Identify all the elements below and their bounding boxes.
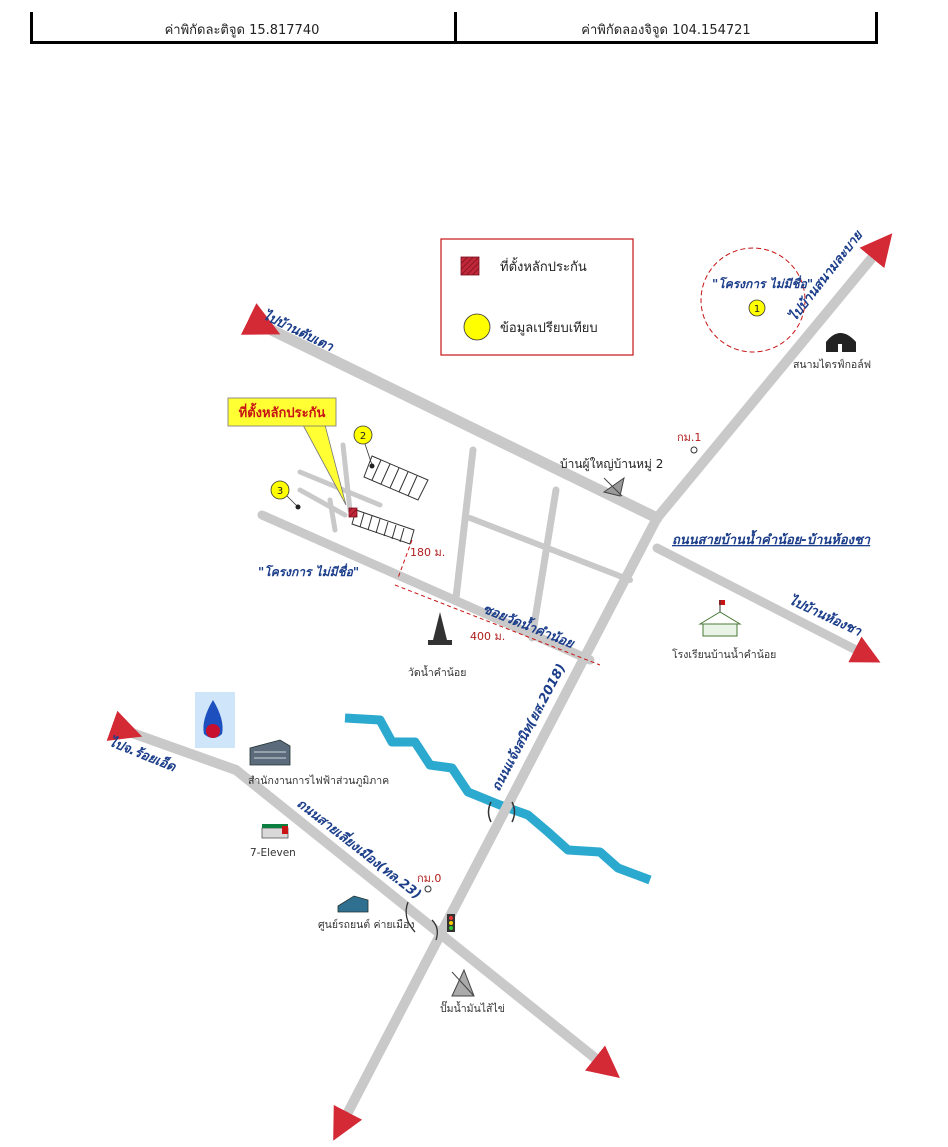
subdivision-lots-upper bbox=[363, 455, 429, 501]
collateral-location-marker bbox=[348, 507, 358, 518]
road-to-ban-hong-sa bbox=[652, 543, 881, 663]
comparison-marker-3: 3 bbox=[270, 480, 301, 510]
temple-icon bbox=[428, 612, 452, 645]
ptt-logo-icon bbox=[195, 692, 235, 748]
comparison-marker-2: 2 bbox=[353, 425, 375, 469]
legend: ที่ตั้งหลักประกัน ข้อมูลเปรียบเทียบ bbox=[440, 238, 634, 356]
road-label-ban-nam-kham: ถนนสายบ้านน้ำคำน้อย-บ้านห้องชา bbox=[672, 529, 871, 548]
school-label: โรงเรียนบ้านน้ำคำน้อย bbox=[672, 647, 776, 661]
coordinate-bar-bottom-edge bbox=[30, 41, 878, 44]
collateral-callout-label: ที่ตั้งหลักประกัน bbox=[239, 402, 326, 421]
road-chaeng-sanit bbox=[333, 513, 662, 1141]
golf-course-label: สนามไดรฟ์กอล์ฟ bbox=[793, 358, 871, 371]
road-network bbox=[106, 233, 893, 1141]
legend-collateral-swatch bbox=[460, 256, 480, 276]
gas-station-label: ปั๊มน้ำมันไส้ไข่ bbox=[440, 1000, 505, 1015]
distance-400-label: 400 ม. bbox=[470, 630, 505, 643]
road-to-ban-tap-tao bbox=[240, 303, 663, 524]
subdivision-lots-lower bbox=[351, 509, 415, 545]
legend-comparison-label: ข้อมูลเปรียบเทียบ bbox=[500, 320, 598, 336]
traffic-light-icon bbox=[447, 914, 455, 932]
legend-collateral-label: ที่ตั้งหลักประกัน bbox=[500, 257, 587, 275]
road-label-soi-wat: ซอยวัดน้ำคำน้อย bbox=[481, 598, 579, 652]
comparison-marker-1-number: 1 bbox=[754, 304, 760, 315]
km-marker-lower-label: กม.0 bbox=[417, 872, 441, 885]
latitude-label: ค่าพิกัดละติจูด 15.817740 bbox=[164, 23, 320, 38]
seven-eleven-icon bbox=[261, 824, 289, 839]
km-marker-lower: กม.0 bbox=[417, 872, 441, 893]
golf-course-icon bbox=[826, 333, 856, 354]
comparison-marker-1: 1 bbox=[700, 247, 806, 353]
road-to-ban-non-sang bbox=[652, 233, 893, 523]
comparison-marker-2-number: 2 bbox=[360, 431, 366, 442]
shop-center-icon bbox=[337, 895, 369, 913]
internal-road bbox=[340, 442, 353, 513]
internal-road bbox=[297, 487, 348, 518]
project-1-label: "โครงการ ไม่มีชื่อ" bbox=[712, 275, 813, 291]
internal-road bbox=[327, 497, 338, 533]
internal-road bbox=[528, 486, 560, 642]
road-label-lueng-mueang: ถนนสายเลี่ยงเมือง(ทล.23) bbox=[294, 794, 426, 903]
coordinate-bar-left-edge bbox=[30, 12, 33, 42]
village-head-label: บ้านผู้ใหญ่บ้านหมู่ 2 bbox=[560, 457, 663, 472]
km-marker-upper-label: กม.1 bbox=[677, 431, 701, 444]
temple-label: วัดน้ำคำน้อย bbox=[408, 665, 466, 679]
distance-line-400 bbox=[394, 584, 601, 666]
coordinate-bar-right-edge bbox=[875, 12, 878, 42]
km-marker-upper: กม.1 bbox=[677, 431, 701, 454]
internal-road bbox=[452, 446, 477, 602]
road-bypass bbox=[231, 765, 620, 1079]
longitude-label: ค่าพิกัดลองจิจูด 104.154721 bbox=[581, 23, 751, 38]
intersection-marker bbox=[405, 901, 438, 941]
comparison-marker-3-number: 3 bbox=[277, 486, 283, 497]
coordinate-bar-divider bbox=[454, 12, 457, 42]
project-3-label: "โครงการ ไม่มีชื่อ" bbox=[258, 563, 359, 579]
shop-center-label: ศูนย์รถยนต์ ค่ายเมือง bbox=[318, 918, 415, 931]
road-to-roi-et bbox=[106, 710, 241, 775]
river bbox=[344, 713, 652, 885]
power-office-label: สำนักงานการไฟฟ้าส่วนภูมิภาค bbox=[248, 774, 389, 787]
coordinate-bar: ค่าพิกัดละติจูด 15.817740 ค่าพิกัดลองจิจ… bbox=[30, 12, 878, 44]
legend-comparison-swatch bbox=[463, 313, 491, 341]
gas-station-icon bbox=[451, 968, 475, 997]
collateral-callout-box bbox=[227, 397, 337, 427]
bridge-marker bbox=[487, 801, 516, 823]
distance-180-label: 180 ม. bbox=[410, 546, 445, 559]
internal-road bbox=[467, 515, 633, 583]
school-icon bbox=[698, 600, 742, 637]
seven-eleven-label: 7-Eleven bbox=[250, 847, 296, 859]
village-head-icon bbox=[602, 476, 625, 497]
power-office-icon bbox=[249, 739, 291, 766]
